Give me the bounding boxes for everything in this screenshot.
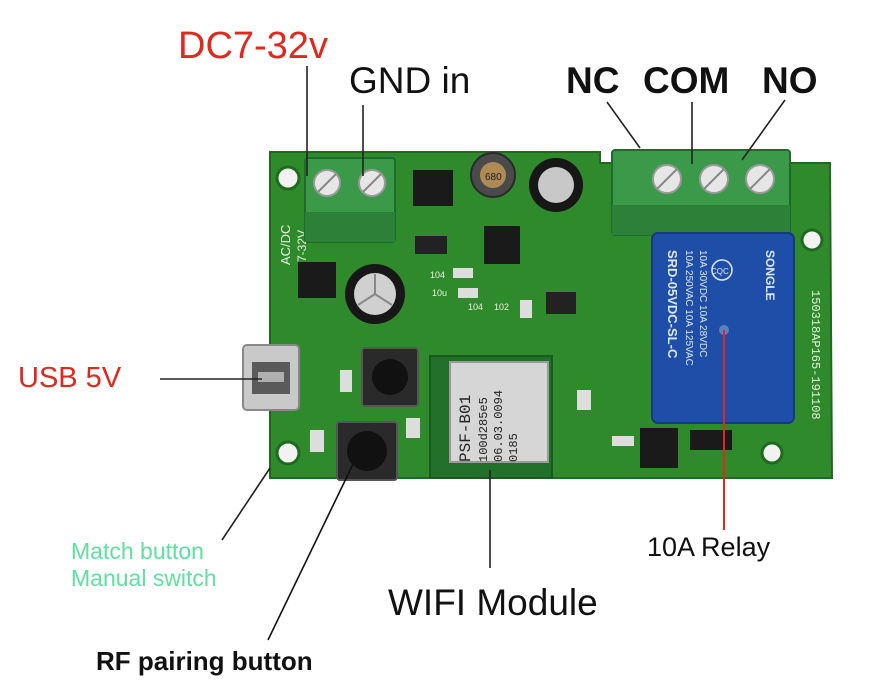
relay-marking: SRD-05VDC-SL-C 10A 250VAC 10A 125VAC 10A… [665, 250, 777, 366]
svg-text:PSF-B01: PSF-B01 [457, 395, 475, 462]
silk-102: 102 [494, 302, 509, 312]
diode [415, 236, 447, 254]
smd-component [546, 292, 576, 314]
svg-text:06.03.0094: 06.03.0094 [492, 390, 506, 462]
inductor-label: 680 [485, 172, 502, 183]
svg-text:10A 30VDC 10A 28VDC: 10A 30VDC 10A 28VDC [697, 250, 708, 357]
leader-lines [160, 66, 786, 641]
relay-badge [711, 259, 733, 281]
pcb-code-text: 150318AP165-191108 [808, 290, 822, 420]
silk-10u: 10u [432, 288, 447, 298]
wifi-module-label: WIFI Module [388, 582, 598, 623]
svg-text:100d285e5: 100d285e5 [477, 397, 491, 462]
match-button-label: Match button [71, 538, 204, 564]
svg-text:SONGLE: SONGLE [763, 250, 777, 301]
no-label: NO [762, 60, 818, 101]
svg-text:SRD-05VDC-SL-C: SRD-05VDC-SL-C [665, 250, 680, 359]
manual-switch-label: Manual switch [71, 565, 217, 591]
silk-104b: 104 [468, 302, 483, 312]
board-acdc-text: AC/DC [278, 225, 293, 265]
rf-pairing-label: RF pairing button [96, 646, 313, 676]
svg-text:10A 250VAC 10A 125VAC: 10A 250VAC 10A 125VAC [683, 250, 694, 366]
silk-104a: 104 [430, 270, 445, 280]
mounting-hole [760, 441, 784, 465]
ic-chip [413, 170, 453, 206]
dc-voltage-label: DC7-32v [178, 25, 328, 67]
ic-chip [298, 262, 336, 298]
mounting-hole [275, 165, 301, 191]
relay-label: 10A Relay [647, 532, 771, 562]
com-label: COM [643, 60, 730, 101]
relay-badge-text: CQC [711, 267, 729, 276]
gnd-in-label: GND in [349, 60, 471, 101]
wifi-module-shield [449, 361, 549, 463]
wifi-module-marking: PSF-B01 100d285e5 06.03.0094 0185 [457, 390, 521, 462]
usb-label: USB 5V [18, 362, 122, 394]
nc-label: NC [566, 60, 620, 101]
mounting-hole [800, 228, 824, 252]
svg-text:0185: 0185 [507, 433, 521, 462]
ic-chip [484, 226, 520, 264]
mounting-hole [275, 440, 301, 466]
